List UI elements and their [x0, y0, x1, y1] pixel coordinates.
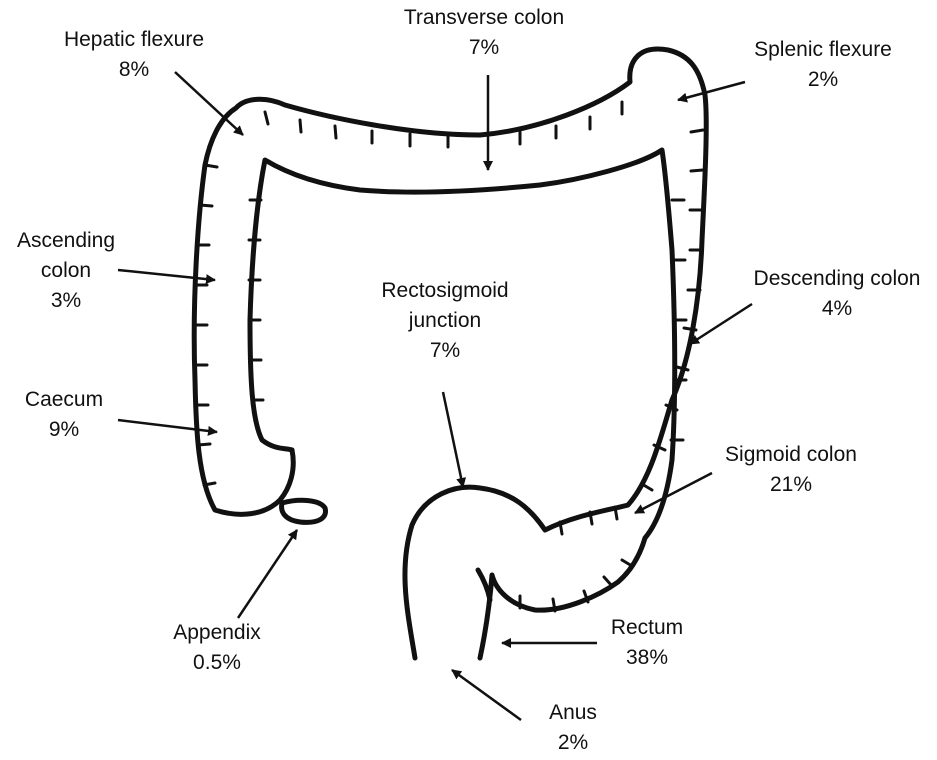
- splenic-flexure-name: Splenic flexure: [754, 35, 892, 65]
- label-caecum: Caecum 9%: [25, 385, 103, 445]
- label-hepatic-flexure: Hepatic flexure 8%: [64, 25, 204, 85]
- rectosigmoid-line1: Rectosigmoid: [381, 276, 508, 306]
- arrow-rectosigmoid: [443, 392, 463, 487]
- rectosigmoid-pct: 7%: [381, 336, 508, 366]
- arrow-appendix: [238, 530, 297, 618]
- hepatic-flexure-name: Hepatic flexure: [64, 25, 204, 55]
- rectosigmoid-line2: junction: [381, 306, 508, 336]
- label-ascending-colon: Ascending colon 3%: [17, 226, 115, 316]
- appendix-pct: 0.5%: [173, 648, 261, 678]
- label-rectosigmoid-junction: Rectosigmoid junction 7%: [381, 276, 508, 366]
- colon-inner-wall: [250, 150, 675, 658]
- caecum-name: Caecum: [25, 385, 103, 415]
- ascending-colon-pct: 3%: [17, 286, 115, 316]
- splenic-flexure-pct: 2%: [754, 65, 892, 95]
- label-appendix: Appendix 0.5%: [173, 618, 261, 678]
- rectum-fold: [478, 570, 490, 600]
- arrow-descending-colon: [690, 304, 752, 344]
- caecum-pct: 9%: [25, 415, 103, 445]
- arrow-anus: [452, 670, 521, 720]
- ascending-colon-line1: Ascending: [17, 226, 115, 256]
- ascending-colon-line2: colon: [17, 256, 115, 286]
- appendix-outline: [282, 500, 326, 522]
- descending-colon-pct: 4%: [754, 294, 921, 324]
- anus-pct: 2%: [549, 728, 597, 758]
- sigmoid-colon-name: Sigmoid colon: [725, 440, 857, 470]
- sigmoid-colon-pct: 21%: [725, 470, 857, 500]
- label-splenic-flexure: Splenic flexure 2%: [754, 35, 892, 95]
- transverse-colon-name: Transverse colon: [404, 3, 564, 33]
- label-anus: Anus 2%: [549, 698, 597, 758]
- arrow-ascending-colon: [118, 270, 215, 280]
- rectum-name: Rectum: [611, 613, 683, 643]
- label-descending-colon: Descending colon 4%: [754, 264, 921, 324]
- appendix-name: Appendix: [173, 618, 261, 648]
- anus-name: Anus: [549, 698, 597, 728]
- arrow-splenic-flexure: [678, 82, 745, 100]
- rectum-pct: 38%: [611, 643, 683, 673]
- label-sigmoid-colon: Sigmoid colon 21%: [725, 440, 857, 500]
- hepatic-flexure-pct: 8%: [64, 55, 204, 85]
- arrow-caecum: [118, 420, 217, 432]
- label-rectum: Rectum 38%: [611, 613, 683, 673]
- label-transverse-colon: Transverse colon 7%: [404, 3, 564, 63]
- descending-colon-name: Descending colon: [754, 264, 921, 294]
- transverse-colon-pct: 7%: [404, 33, 564, 63]
